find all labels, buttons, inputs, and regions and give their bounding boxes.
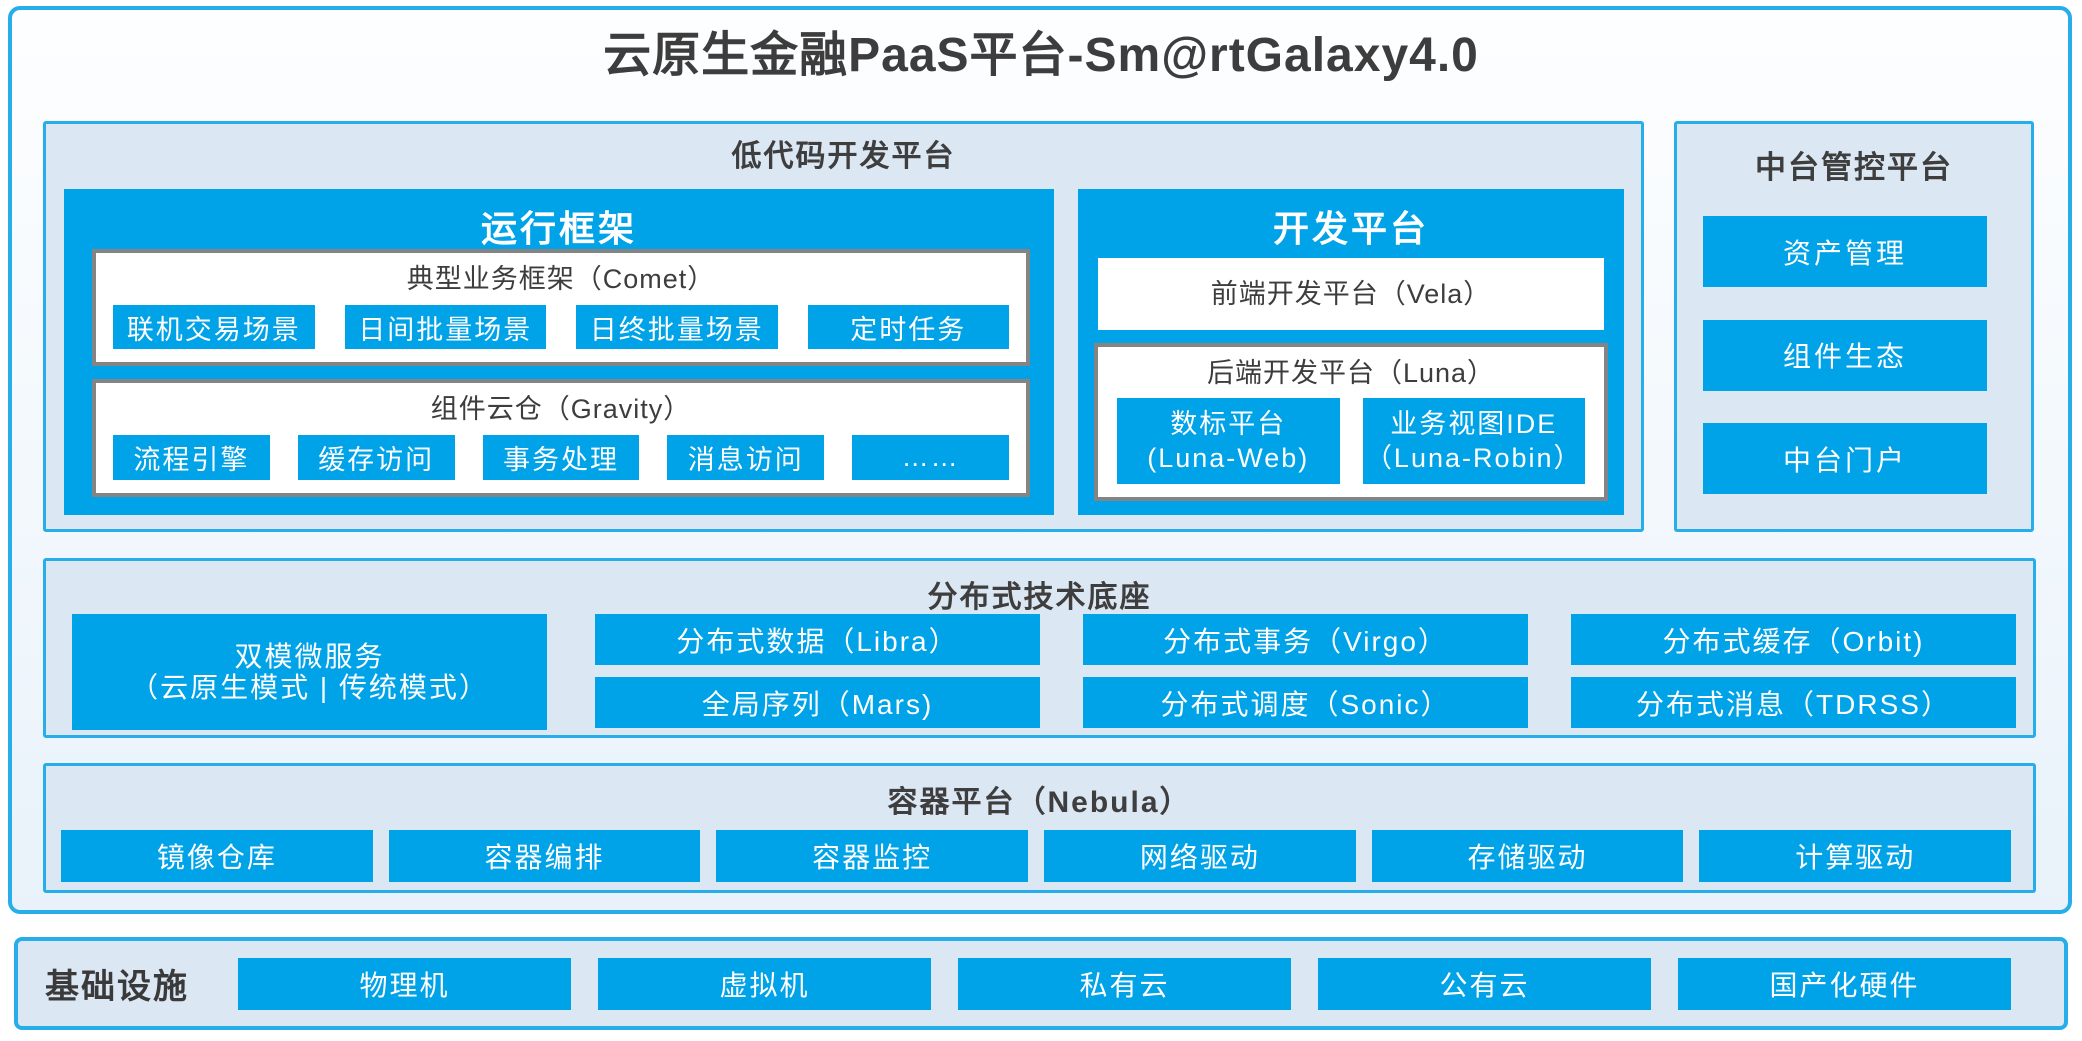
distributed-item: 分布式调度（Sonic）: [1083, 677, 1528, 728]
distributed-item: 分布式缓存（Orbit): [1571, 614, 2016, 665]
midplatform-item: 资产管理: [1703, 216, 1987, 287]
gravity-item: ……: [852, 435, 1009, 480]
runtime-framework-title: 运行框架: [480, 208, 637, 249]
gravity-item: 流程引擎: [113, 435, 270, 480]
dual-mode-microservice-box: 双模微服务 （云原生模式 | 传统模式）: [72, 614, 547, 730]
luna-label: 后端开发平台（Luna）: [1206, 358, 1496, 388]
comet-item: 联机交易场景: [113, 305, 315, 349]
luna-box: 后端开发平台（Luna） 数标平台 (Luna-Web) 业务视图IDE （Lu…: [1094, 343, 1608, 501]
midplatform-item: 组件生态: [1703, 319, 1987, 391]
container-platform-item: 计算驱动: [1699, 830, 2012, 882]
vela-box: 前端开发平台（Vela）: [1098, 258, 1604, 330]
container-platform-items: 镜像仓库 容器编排 容器监控 网络驱动 存储驱动 计算驱动: [61, 830, 2012, 882]
infrastructure-item: 私有云: [958, 958, 1291, 1010]
gravity-items-row: 流程引擎 缓存访问 事务处理 消息访问 ……: [96, 428, 1026, 493]
distributed-item: 全局序列（Mars): [595, 677, 1040, 728]
distributed-base-label: 分布式技术底座: [927, 581, 1152, 614]
comet-items-row: 联机交易场景 日间批量场景 日终批量场景 定时任务: [96, 298, 1026, 362]
comet-framework-label: 典型业务框架（Comet）: [406, 264, 716, 294]
container-platform-item: 网络驱动: [1044, 830, 1356, 882]
infrastructure-item: 公有云: [1318, 958, 1651, 1010]
dual-mode-line1: 双模微服务: [234, 641, 385, 672]
luna-item-name: 业务视图IDE: [1390, 409, 1558, 439]
distributed-item: 分布式消息（TDRSS）: [1571, 677, 2016, 728]
gravity-cloud-label: 组件云仓（Gravity）: [430, 394, 692, 424]
infrastructure-label: 基础设施: [45, 968, 189, 1006]
luna-item: 业务视图IDE （Luna-Robin）: [1362, 398, 1585, 484]
gravity-item: 事务处理: [482, 435, 640, 480]
container-platform-item: 镜像仓库: [61, 830, 373, 882]
infrastructure-items: 物理机 虚拟机 私有云 公有云 国产化硬件: [238, 958, 2011, 1010]
dual-mode-line2: （云原生模式 | 传统模式）: [130, 672, 489, 703]
container-platform-item: 容器监控: [716, 830, 1029, 882]
gravity-item: 消息访问: [667, 435, 825, 480]
gravity-item: 缓存访问: [297, 435, 455, 480]
dev-platform-title: 开发平台: [1272, 208, 1429, 249]
luna-item-code: （Luna-Robin）: [1364, 443, 1583, 473]
infrastructure-item: 国产化硬件: [1678, 958, 2011, 1010]
luna-item: 数标平台 (Luna-Web): [1117, 398, 1340, 484]
lowcode-platform-label: 低代码开发平台: [731, 140, 956, 173]
container-platform-label: 容器平台（Nebula）: [887, 786, 1192, 819]
midplatform-label: 中台管控平台: [1755, 150, 1953, 185]
distributed-item: 分布式数据（Libra）: [595, 614, 1040, 665]
luna-item-code: (Luna-Web): [1147, 443, 1310, 473]
container-platform-item: 容器编排: [388, 830, 701, 882]
comet-item: 定时任务: [807, 305, 1009, 349]
luna-items-row: 数标平台 (Luna-Web) 业务视图IDE （Luna-Robin）: [1098, 392, 1604, 497]
midplatform-item: 中台门户: [1703, 423, 1987, 494]
infrastructure-item: 虚拟机: [598, 958, 931, 1010]
diagram-title: 云原生金融PaaS平台-Sm@rtGalaxy4.0: [603, 29, 1479, 82]
comet-item: 日间批量场景: [344, 305, 546, 349]
comet-item: 日终批量场景: [576, 305, 778, 349]
midplatform-items: 资产管理 组件生态 中台门户: [1703, 216, 1987, 494]
vela-label: 前端开发平台（Vela）: [1210, 279, 1492, 309]
container-platform-item: 存储驱动: [1371, 830, 1684, 882]
infrastructure-item: 物理机: [238, 958, 571, 1010]
luna-item-name: 数标平台: [1170, 409, 1287, 439]
comet-framework-box: 典型业务框架（Comet） 联机交易场景 日间批量场景 日终批量场景 定时任务: [92, 249, 1030, 366]
distributed-item: 分布式事务（Virgo）: [1083, 614, 1528, 665]
gravity-cloud-box: 组件云仓（Gravity） 流程引擎 缓存访问 事务处理 消息访问 ……: [92, 379, 1030, 497]
